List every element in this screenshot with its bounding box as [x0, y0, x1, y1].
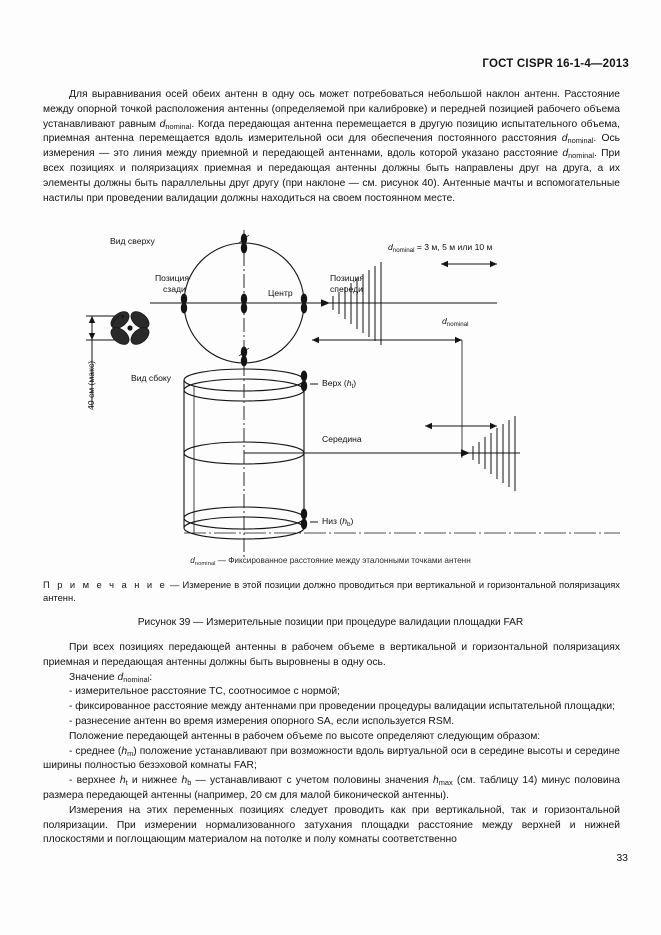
label-position-back-line2: сзади	[163, 284, 186, 294]
antenna-markers-side-view	[300, 370, 308, 530]
label-position-back-line1: Позиция	[155, 273, 189, 283]
note-text: — Измерение в этой позиции должно провод…	[43, 579, 620, 604]
label-d-nominal-values: dnominal = 3 м, 5 м или 10 м	[388, 242, 493, 254]
arrow-right-d-nominal-lower	[490, 422, 497, 430]
arrow-right-d-nominal-short	[490, 260, 497, 268]
page-header: ГОСТ CISPR 16-1-4—2013	[482, 58, 629, 70]
list-item-distance-ts: - измерительное расстояние ТС, соотносим…	[69, 686, 341, 698]
list-item-middle-position: - среднее (hm) положение устанавливают п…	[43, 745, 620, 772]
paragraph-positions: При всех позициях передающей антенны в р…	[43, 642, 620, 668]
receive-antenna-middle	[461, 416, 520, 491]
label-bottom-h: Низ (hb)	[322, 516, 354, 528]
label-position-front-line2: спереди	[330, 284, 363, 294]
figure-key: dnominal — Фиксированное расстояние межд…	[190, 556, 471, 567]
figure-caption: Рисунок 39 — Измерительные позиции при п…	[137, 617, 524, 628]
figure-note: П р и м е ч а н и е — Измерение в этой п…	[43, 578, 620, 605]
arrow-up-40cm	[88, 316, 96, 323]
label-center: Центр	[268, 288, 293, 298]
body-text-bottom: При всех позициях передающей антенны в р…	[43, 641, 620, 848]
arrow-left-d-nominal	[312, 336, 319, 344]
label-position-front-line1: Позиция	[330, 273, 364, 283]
receive-antenna-top	[321, 262, 497, 345]
list-item-top-bottom-position: - верхнее ht и нижнее hb — устанавливают…	[43, 775, 620, 801]
label-middle: Середина	[322, 434, 362, 444]
arrow-left-d-nominal-lower	[425, 422, 432, 430]
body-text-top: Для выравнивания осей обеих антенн в одн…	[43, 88, 620, 206]
label-side-view: Вид сбоку	[131, 373, 172, 383]
label-top-h: Верх (ht)	[322, 378, 357, 390]
antenna-markers-top-view	[180, 233, 308, 367]
note-label: П р и м е ч а н и е	[43, 579, 167, 590]
figure-39: Вид сверху Позиция сзади Центр Позиция с…	[0, 228, 661, 558]
list-item-separation-rsm: - разнесение антенн во время измерения о…	[69, 715, 455, 727]
paragraph-dnominal-heading: Значение dnominal:	[69, 671, 153, 684]
paragraph-intro: Для выравнивания осей обеих антенн в одн…	[43, 89, 621, 204]
leader-lines	[184, 383, 620, 534]
dimension-d-nominal-long	[312, 339, 463, 458]
arrow-left-d-nominal-short	[441, 260, 448, 268]
arrow-down-40cm	[88, 333, 96, 340]
figure-39-drawing	[86, 230, 620, 558]
label-top-view: Вид сверху	[110, 236, 155, 246]
list-item-fixed-distance: - фиксированное расстояние между антенна…	[69, 701, 615, 713]
biconical-antenna-icon	[110, 311, 150, 345]
paragraph-measurements: Измерения на этих переменных позициях сл…	[43, 804, 620, 846]
label-height-40cm: 40 см (макс)	[86, 360, 96, 410]
label-d-nominal-long: dnominal	[442, 316, 469, 328]
page-number: 33	[616, 852, 628, 864]
paragraph-height-heading: Положение передающей антенны в рабочем о…	[69, 730, 541, 742]
arrow-right-d-nominal	[455, 336, 462, 344]
dimension-40cm	[86, 315, 116, 408]
